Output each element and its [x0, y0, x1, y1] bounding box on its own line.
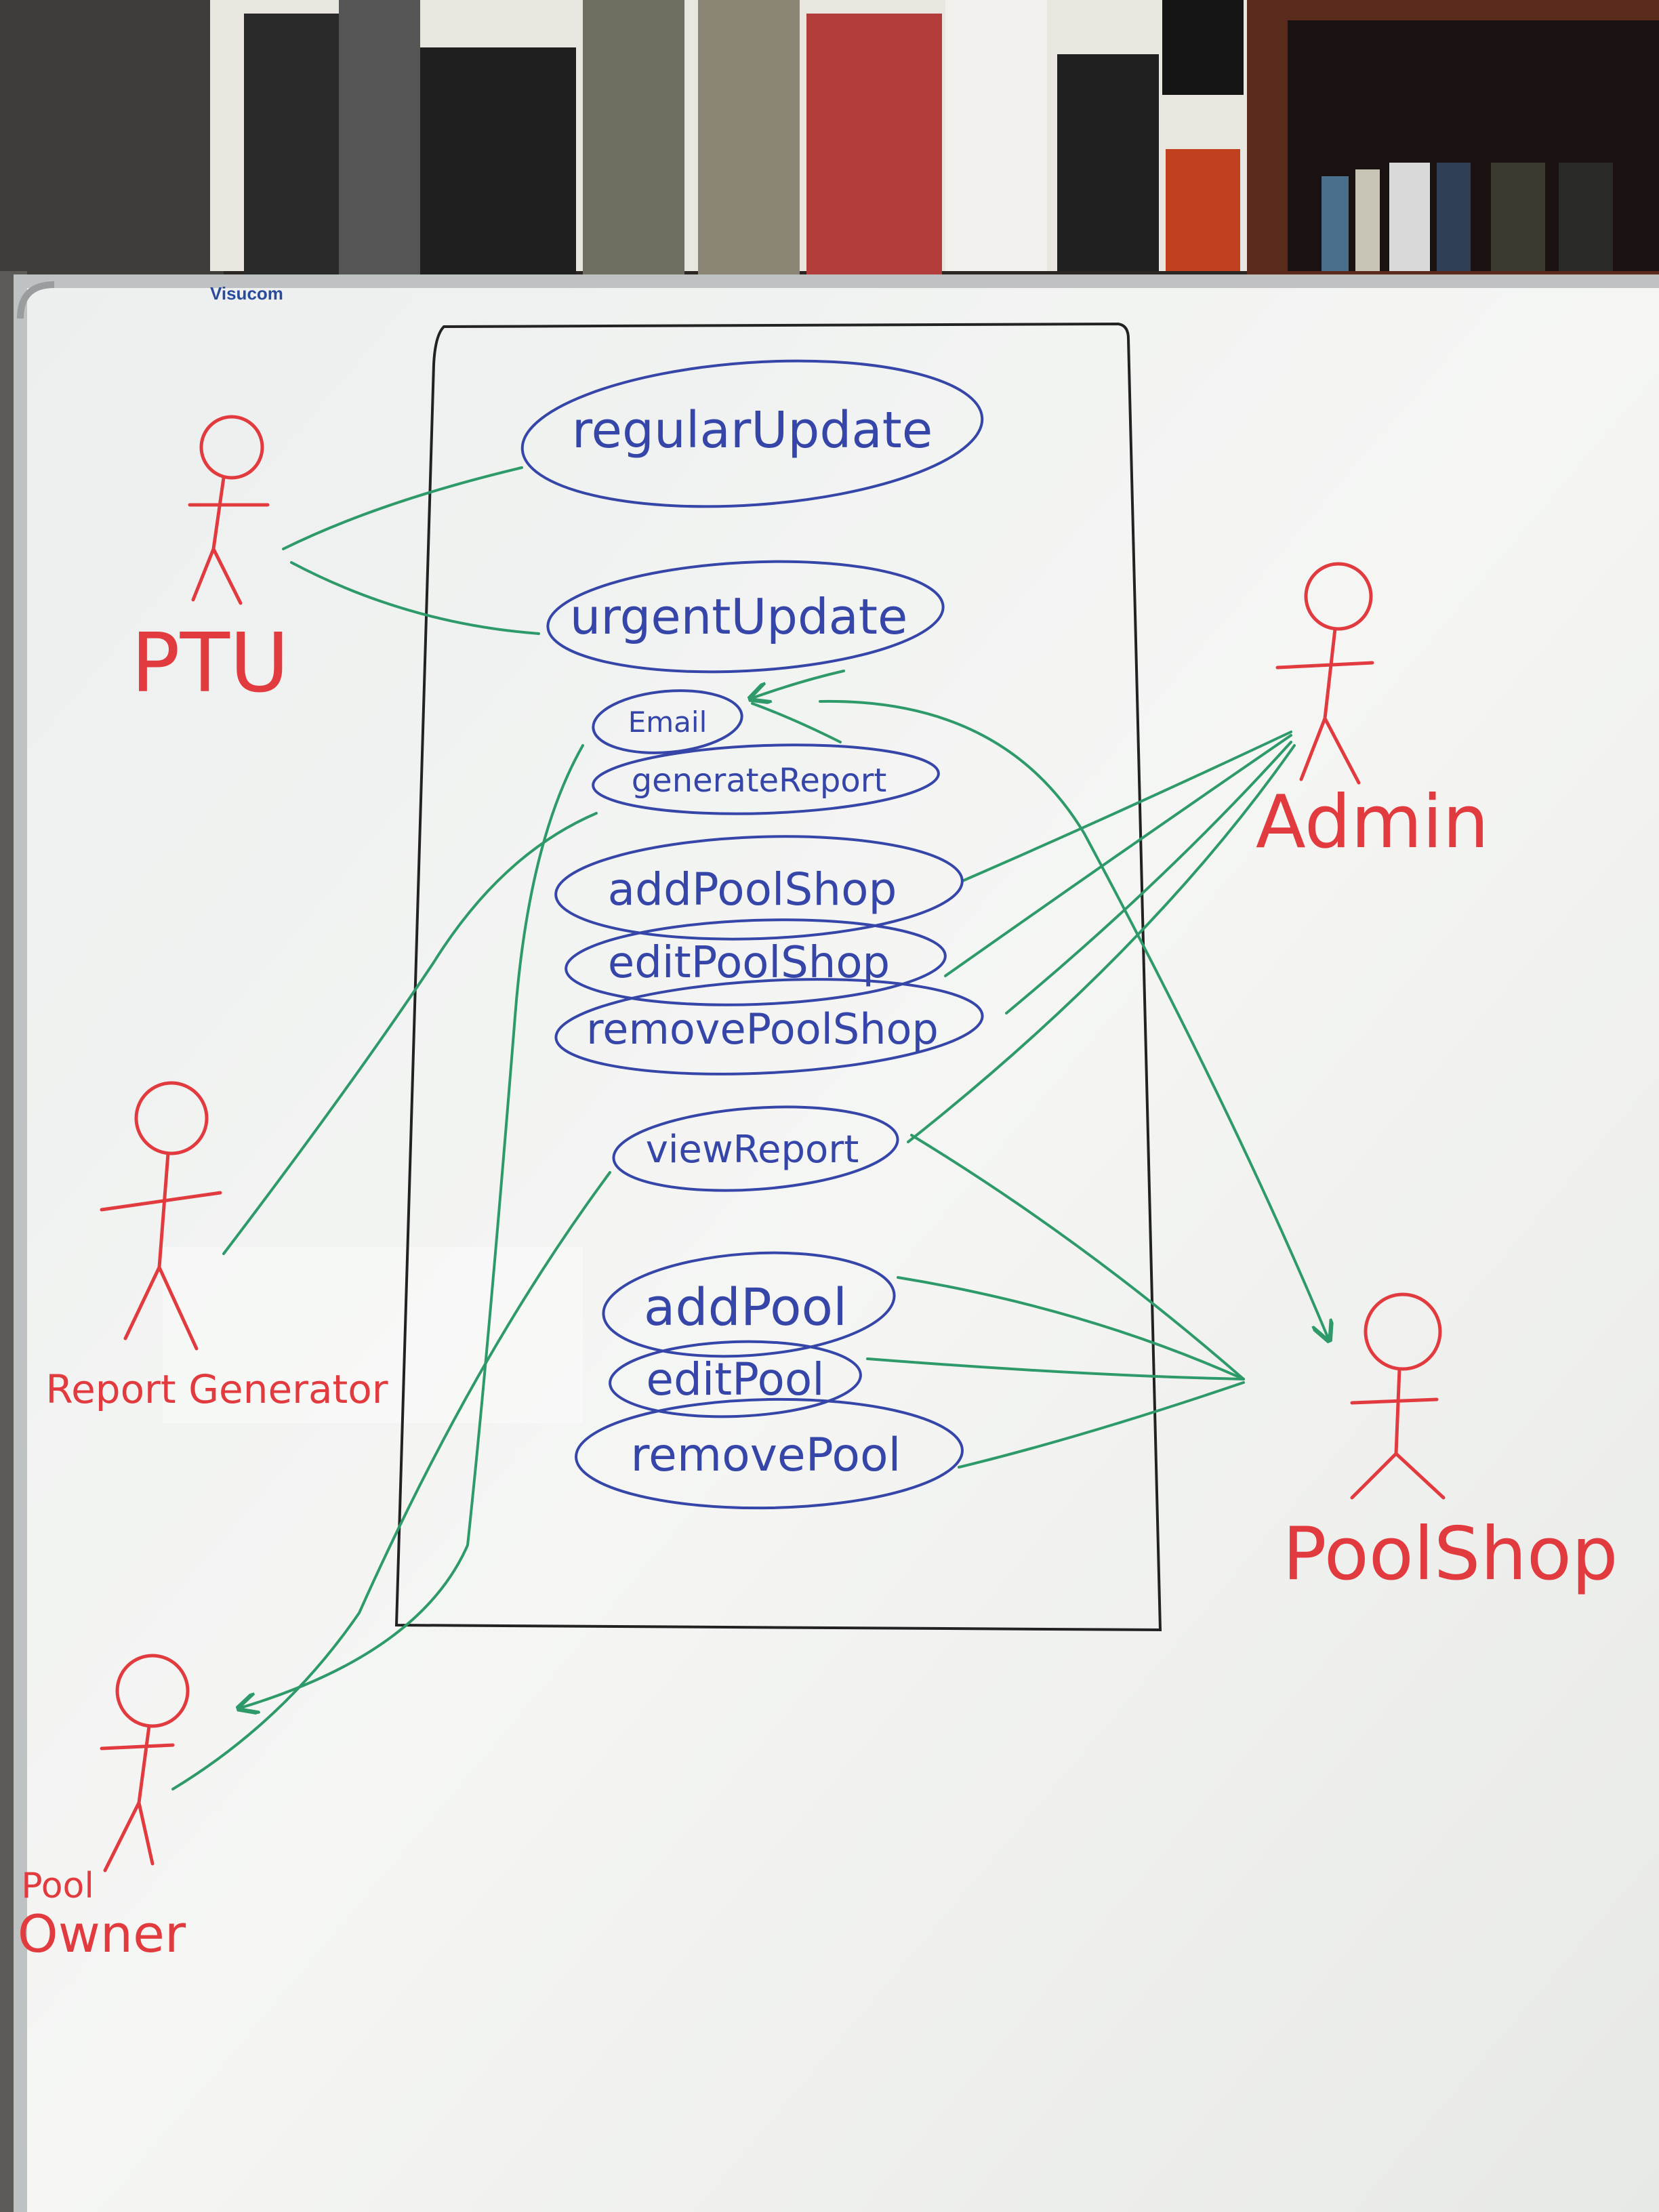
actor-pool-shop-head — [1364, 1292, 1442, 1371]
use-case-email-label: Email — [628, 705, 708, 739]
actor-report-generator-head — [134, 1081, 209, 1155]
system-boundary — [394, 322, 1162, 1632]
association-ptu-urgent-update — [290, 561, 540, 635]
use-case-email: Email — [592, 689, 743, 754]
actor-pool-owner-head — [115, 1654, 190, 1728]
associations — [171, 466, 1328, 1790]
actor-admin: Admin — [1256, 562, 1489, 865]
association-poolshop-view-report — [910, 1134, 1245, 1380]
actor-pool-owner-label-line1: Pool — [21, 1866, 94, 1906]
use-case-remove-pool-label: removePool — [631, 1429, 901, 1482]
association-urgent-email — [752, 670, 845, 698]
use-case-generate-report: generateReport — [592, 743, 940, 815]
actor-pool-shop: PoolShop — [1282, 1292, 1618, 1597]
actor-ptu: PTU — [131, 415, 289, 711]
actor-admin-label: Admin — [1256, 780, 1489, 865]
actor-admin-head — [1304, 562, 1373, 631]
actor-ptu-head — [199, 415, 264, 480]
use-case-view-report-label: viewReport — [646, 1128, 859, 1172]
use-case-generate-report-label: generateReport — [632, 762, 887, 800]
association-reportgen-generate — [222, 812, 598, 1255]
association-report-email — [751, 702, 842, 743]
use-case-add-pool-label: addPool — [644, 1277, 847, 1337]
use-case-add-pool-shop-label: addPoolShop — [608, 863, 897, 916]
association-admin-edit-poolshop — [944, 734, 1292, 977]
association-ptu-regular-update — [282, 466, 523, 550]
association-email-poolowner — [241, 744, 584, 1708]
actor-ptu-label: PTU — [131, 617, 289, 711]
use-case-add-pool: addPool — [602, 1251, 896, 1358]
use-case-urgent-update: urgentUpdate — [546, 560, 945, 674]
association-email-poolshop — [819, 699, 1328, 1338]
actor-pool-owner-label-line2: Owner — [18, 1904, 186, 1964]
actor-report-generator: Report Generator — [45, 1081, 388, 1412]
use-case-view-report: viewReport — [612, 1105, 899, 1192]
whiteboard: Visucom — [14, 274, 1659, 2212]
use-case-remove-pool: removePool — [575, 1397, 964, 1510]
use-case-remove-pool-shop: removePoolShop — [554, 978, 984, 1076]
association-poolshop-edit-pool — [866, 1357, 1245, 1380]
actor-pool-shop-label: PoolShop — [1282, 1512, 1618, 1597]
association-admin-view-report — [907, 744, 1296, 1143]
use-case-urgent-update-label: urgentUpdate — [570, 588, 908, 645]
association-poolshop-remove-pool — [958, 1381, 1245, 1469]
board-brand-label: Visucom — [210, 283, 283, 304]
association-poolshop-add-pool — [897, 1276, 1245, 1380]
use-case-regular-update-label: regularUpdate — [572, 401, 933, 459]
actor-pool-owner: Pool Owner — [18, 1654, 190, 1964]
actor-report-generator-label: Report Generator — [45, 1366, 388, 1412]
use-cases: regularUpdate urgentUpdate Email generat… — [520, 359, 984, 1510]
use-case-edit-pool: editPool — [609, 1340, 862, 1418]
actors: PTU Admin Report Generator Pool Owner Po… — [18, 415, 1618, 1964]
use-case-edit-pool-label: editPool — [646, 1353, 824, 1406]
use-case-regular-update: regularUpdate — [520, 359, 984, 508]
association-admin-add-poolshop — [961, 731, 1292, 882]
association-poolowner-view-report — [171, 1171, 611, 1790]
association-admin-remove-poolshop — [1005, 741, 1292, 1015]
use-case-add-pool-shop: addPoolShop — [554, 835, 964, 941]
use-case-remove-pool-shop-label: removePoolShop — [586, 1004, 939, 1054]
